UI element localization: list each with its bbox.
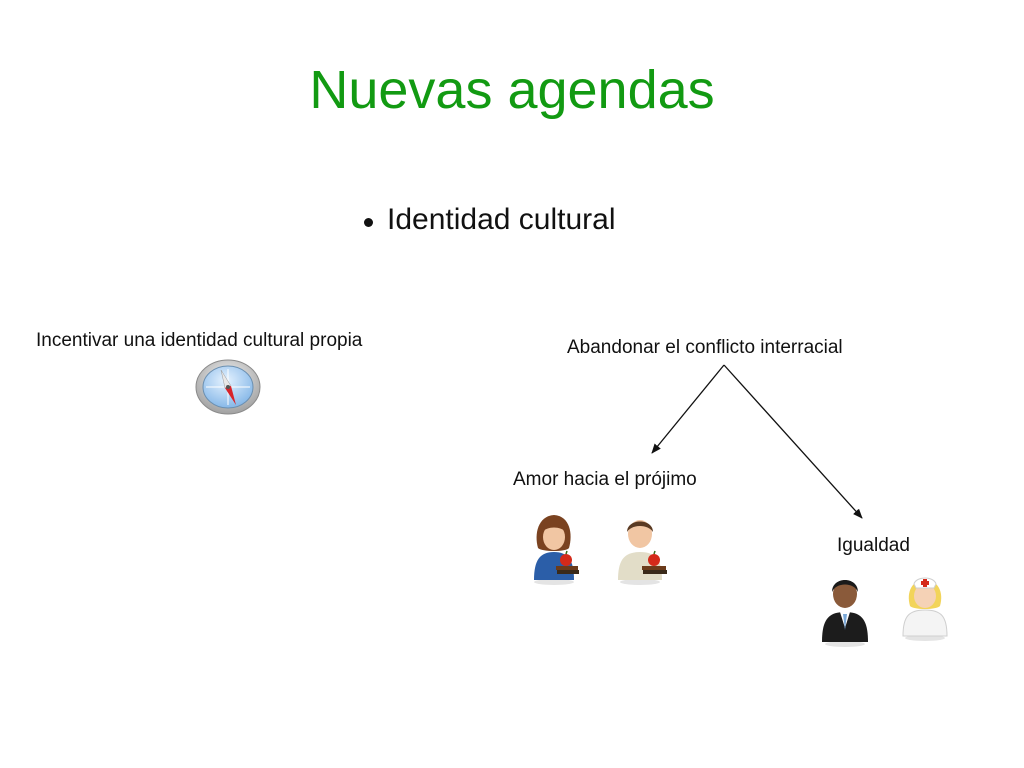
node-igualdad: Igualdad <box>837 535 910 556</box>
bullet-dot <box>364 217 373 227</box>
bullet-item: Identidad cultural <box>364 198 616 242</box>
compass-icon <box>195 359 261 415</box>
node-abandonar: Abandonar el conflicto interracial <box>567 337 843 358</box>
man-with-apple-and-books-icon <box>618 520 667 585</box>
nurse-icon <box>902 577 948 641</box>
slide-title: Nuevas agendas <box>309 60 715 120</box>
woman-with-apple-and-books-icon <box>534 515 579 585</box>
node-amor: Amor hacia el prójimo <box>513 469 697 490</box>
bullet-text: Identidad cultural <box>387 203 616 236</box>
businessman-icon <box>822 580 868 647</box>
node-incentivar: Incentivar una identidad cultural propia <box>36 330 363 351</box>
arrow-to-amor <box>651 364 725 454</box>
arrow-to-igualdad <box>723 364 863 519</box>
